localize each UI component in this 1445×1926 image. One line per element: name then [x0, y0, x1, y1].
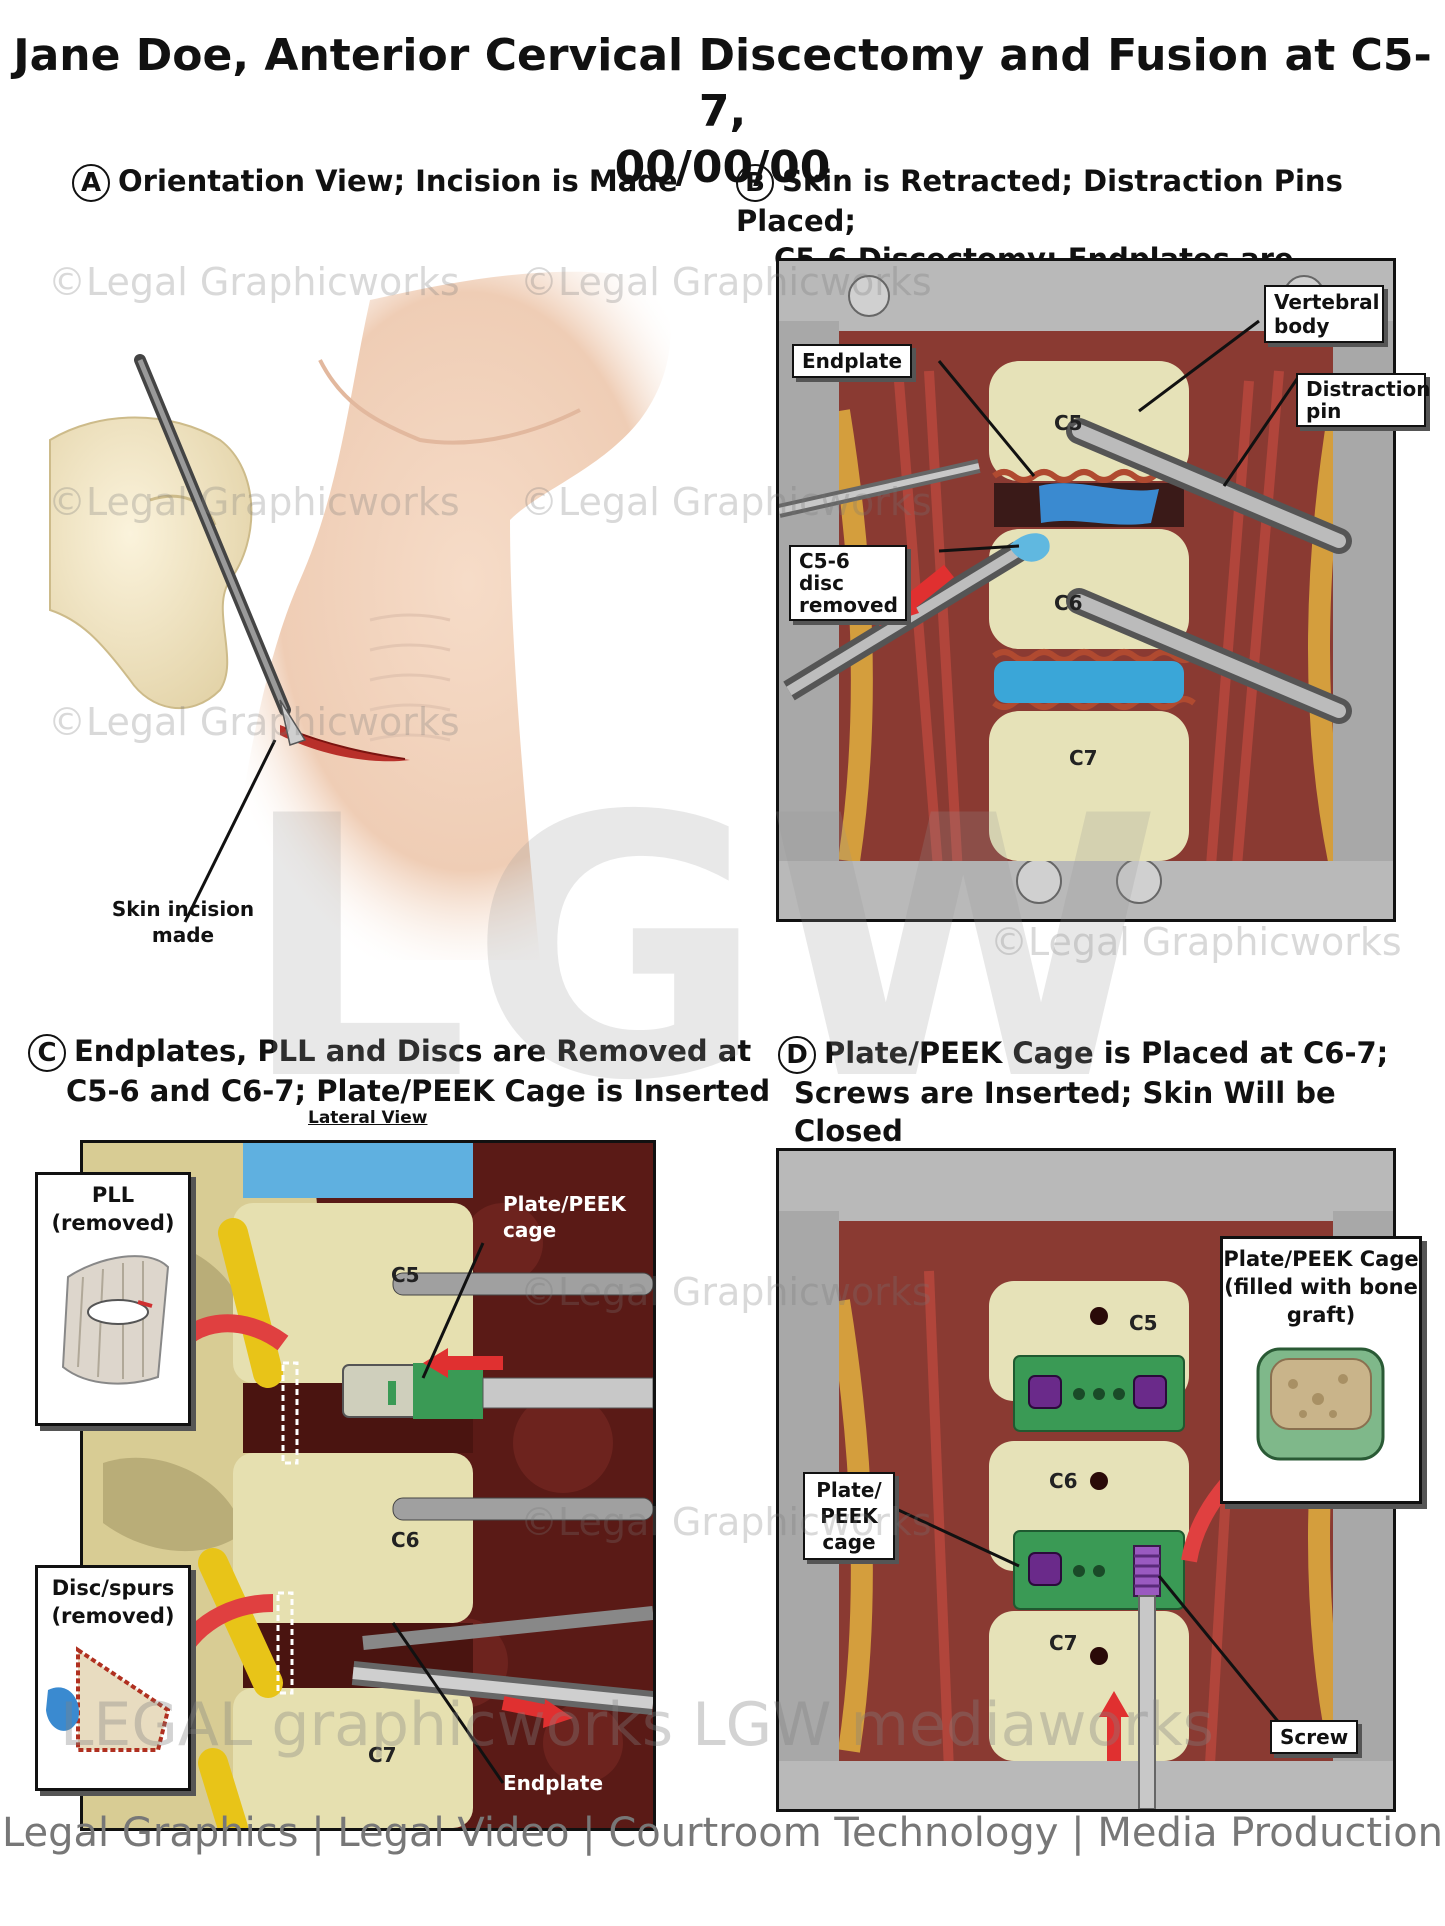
- panel-a-heading-text: Orientation View; Incision is Made: [118, 164, 678, 198]
- panel-d-c7: C7: [1049, 1631, 1078, 1655]
- panel-d-letter: D: [778, 1036, 816, 1074]
- panel-c-heading-line-2: C5-6 and C6-7; Plate/PEEK Cage is Insert…: [66, 1074, 771, 1108]
- plate-cage-label-c: Plate/PEEK cage: [503, 1192, 626, 1242]
- neck-illustration: [49, 271, 671, 961]
- panel-b-letter: B: [736, 164, 774, 202]
- panel-b-heading-line-1: Skin is Retracted; Distraction Pins Plac…: [736, 164, 1343, 238]
- panel-d-heading-line-1: Plate/PEEK Cage is Placed at C6-7;: [824, 1036, 1389, 1070]
- title-line-1: Jane Doe, Anterior Cervical Discectomy a…: [13, 30, 1432, 137]
- panel-b-c6: C6: [1054, 591, 1083, 615]
- disc-removed-label: C5-6 disc removed: [789, 545, 907, 621]
- screw-label: Screw: [1270, 1720, 1359, 1754]
- disc-spurs-illustration: [46, 1646, 171, 1752]
- panel-a-letter: A: [72, 164, 110, 202]
- pll-label: PLL (removed): [51, 1183, 175, 1235]
- panel-c-c5: C5: [391, 1263, 420, 1287]
- plate-cage-filled-label: Plate/PEEK Cage (filled with bone graft): [1223, 1247, 1419, 1327]
- panel-b-c5: C5: [1054, 411, 1083, 435]
- panel-a-illustration: [40, 240, 740, 961]
- footer-tagline: Legal Graphics | Legal Video | Courtroom…: [1, 1810, 1444, 1856]
- panel-d-c6: C6: [1049, 1469, 1078, 1493]
- panel-c-c7: C7: [368, 1743, 397, 1767]
- title-line-2: 00/00/00: [614, 142, 831, 193]
- page-title: Jane Doe, Anterior Cervical Discectomy a…: [0, 28, 1445, 196]
- endplate-label-b: Endplate: [792, 344, 913, 378]
- pll-illustration: [61, 1255, 170, 1385]
- plate-cage-label-d: Plate/ PEEK cage: [803, 1472, 895, 1560]
- panel-c-c6: C6: [391, 1528, 420, 1552]
- vertebral-body-label: Vertebral body: [1264, 285, 1384, 343]
- endplate-label-c: Endplate: [503, 1771, 604, 1795]
- panel-c-heading-line-1: Endplates, PLL and Discs are Removed at: [74, 1034, 752, 1068]
- panel-c-illustration: C5 C6 C7 Plate/PEEK cage Endplate: [80, 1140, 656, 1831]
- disc-spurs-inset: Disc/spurs (removed): [35, 1565, 191, 1791]
- pll-inset: PLL (removed): [35, 1172, 191, 1426]
- incision-label: Skin incision made: [111, 897, 255, 947]
- lateral-view-label: Lateral View: [308, 1108, 428, 1128]
- watermark-text-6: ©Legal Graphicworks: [990, 920, 1402, 964]
- disc-spurs-label: Disc/spurs (removed): [51, 1576, 175, 1628]
- panel-d-heading-line-2: Screws are Inserted; Skin Will be Closed: [794, 1076, 1336, 1148]
- distraction-pin-label: Distraction pin: [1296, 373, 1431, 427]
- panel-d-c5: C5: [1129, 1311, 1158, 1335]
- panel-c-letter: C: [28, 1034, 66, 1072]
- plate-cage-inset: Plate/PEEK Cage (filled with bone graft): [1220, 1236, 1422, 1504]
- cage-graft-illustration: [1256, 1347, 1385, 1461]
- panel-b-c7: C7: [1069, 746, 1098, 770]
